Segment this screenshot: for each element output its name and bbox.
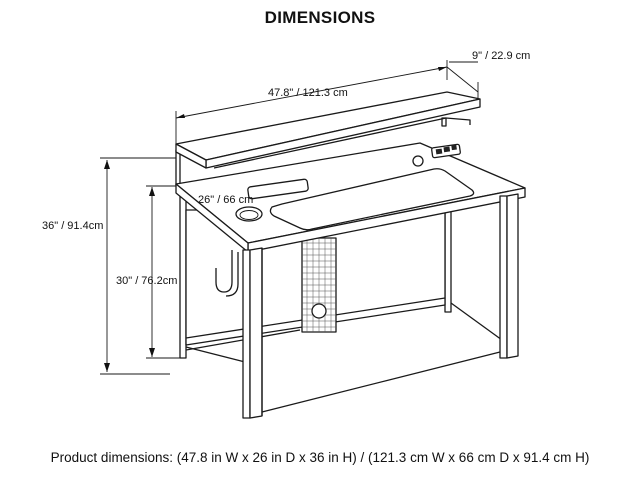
top-depth-dimension-line bbox=[446, 61, 479, 100]
overall-height-dimension-line bbox=[100, 157, 178, 375]
width-label: 47.8" / 121.3 cm bbox=[268, 87, 348, 99]
monitor-shelf bbox=[175, 91, 481, 186]
top-depth-label: 9" / 22.9 cm bbox=[472, 50, 530, 62]
front-legs bbox=[242, 193, 519, 419]
wireless-charger bbox=[412, 155, 424, 167]
width-dimension-line bbox=[175, 60, 448, 145]
power-outlet bbox=[431, 143, 461, 159]
overall-height-label: 36" / 91.4cm bbox=[42, 220, 103, 232]
desk-height-label: 30" / 76.2cm bbox=[116, 275, 177, 287]
cable-grommet bbox=[311, 303, 327, 319]
desk-height-dimension-line bbox=[146, 185, 186, 359]
cable-mesh-panel bbox=[301, 237, 337, 333]
depth-label: 26" / 66 cm bbox=[198, 194, 253, 206]
headphone-hook bbox=[215, 250, 239, 297]
product-dimensions-caption: Product dimensions: (47.8 in W x 26 in D… bbox=[50, 450, 590, 465]
diagram-title: DIMENSIONS bbox=[264, 8, 376, 27]
desktop-surface bbox=[175, 142, 526, 253]
